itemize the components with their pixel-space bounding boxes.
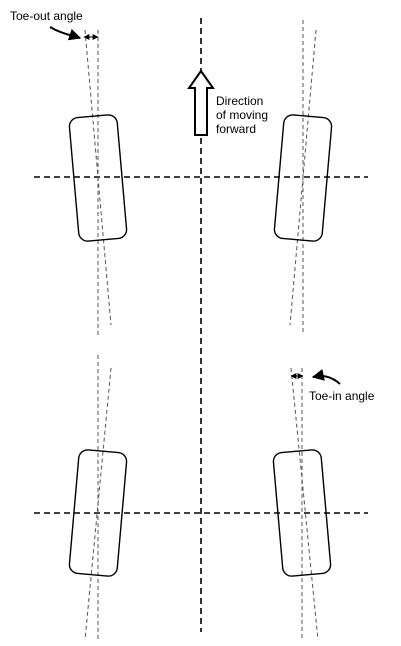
toe-in-pointer-arrow-icon: [311, 368, 341, 385]
toe-in-label: Toe-in angle: [309, 389, 375, 403]
rear-right-wheel-group: [272, 367, 332, 641]
front-right-wheel-group: [273, 20, 333, 335]
direction-up-arrow-icon: [187, 69, 215, 136]
toe-out-label: Toe-out angle: [10, 9, 83, 23]
rear-left-wheel-axis: [84, 367, 112, 641]
direction-label-line2: of moving: [216, 108, 268, 122]
direction-label-line1: Direction: [216, 94, 263, 108]
front-right-tire: [273, 114, 333, 242]
front-left-wheel-axis: [84, 29, 112, 326]
front-left-tire: [68, 114, 128, 242]
direction-label-line3: forward: [216, 122, 256, 136]
rear-right-wheel-axis: [290, 367, 319, 641]
rear-right-tire: [272, 449, 332, 577]
toe-out-pointer-arrow-icon: [49, 26, 82, 41]
front-left-wheel-group: [68, 29, 128, 338]
rear-left-wheel-group: [68, 355, 128, 641]
front-right-wheel-axis: [289, 29, 317, 326]
rear-left-tire: [68, 449, 128, 577]
